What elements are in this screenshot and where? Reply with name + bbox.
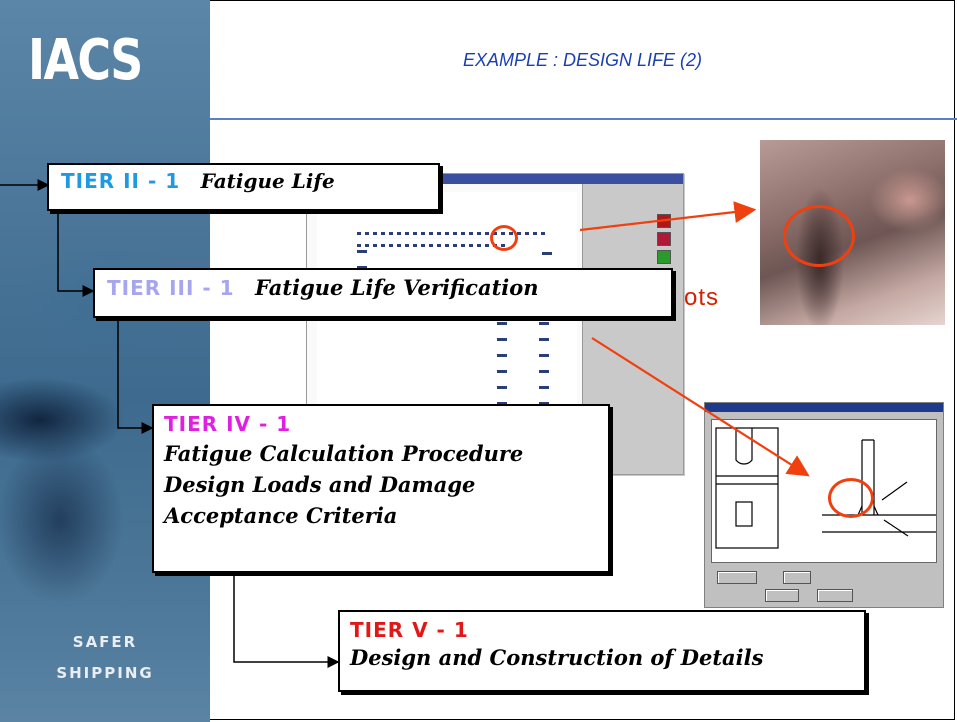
tier-4-line-2: Design Loads and Damage [164,472,476,497]
plot-dots-row-2 [357,244,507,247]
tier-2-box: TIER II - 1 Fatigue Life [47,163,440,211]
iacs-logo: IACS [28,28,143,93]
tier-4-label: TIER IV - 1 [164,412,292,436]
callout-arrows [579,201,810,477]
plot-dots-col-b [539,322,549,462]
tier-connectors [0,179,340,668]
tier-3-label: TIER III - 1 [107,276,235,300]
tagline-safer: SAFER [72,633,138,651]
legend-swatch-green [657,250,671,264]
plot-dots-col-a [497,322,507,462]
highlight-circle-detail [828,478,874,518]
tagline-shipping: SHIPPING [56,664,154,682]
tier-5-line-1: Design and Construction of Details [350,645,764,670]
plot-dots-row [357,232,547,235]
title-divider [210,118,957,120]
arrow-to-detail [591,337,810,477]
dialog-cancel-button [817,589,853,602]
highlight-circle-photo [783,205,855,267]
screenshot-titlebar [307,174,683,184]
slide-title: EXAMPLE : DESIGN LIFE (2) [462,50,703,70]
tier-4-line-1: Fatigue Calculation Procedure [164,441,524,466]
tier-3-box: TIER III - 1 Fatigue Life Verification [93,268,673,318]
partial-label-text: ots [684,284,720,311]
tier-2-title: Fatigue Life [200,169,335,193]
dialog-nav-button [717,571,757,584]
tier-5-box: TIER V - 1 Design and Construction of De… [338,610,866,692]
connector-tier4-tier5 [233,573,340,668]
legend-swatch-crimson [657,232,671,246]
highlight-circle-plot [490,225,518,251]
tier-2-label: TIER II - 1 [61,169,181,193]
detail-drawing [711,419,937,563]
tier-4-box: TIER IV - 1 Fatigue Calculation Procedur… [152,404,610,573]
connector-tier2-tier3 [57,211,95,297]
tier-3-title: Fatigue Life Verification [255,275,539,300]
iacs-sidebar: IACS SAFER SHIPPING [0,0,210,722]
dialog-nav-button-2 [783,571,811,584]
tier-4-line-3: Acceptance Criteria [164,503,398,528]
detail-drawing-lines [715,427,936,549]
arrow-to-photo [579,201,757,232]
connector-tier3-tier4 [117,318,154,434]
tier-5-label: TIER V - 1 [350,618,469,642]
dialog-ok-button [765,589,799,602]
dialog-titlebar [705,403,943,412]
detail-dialog-screenshot [704,402,944,608]
